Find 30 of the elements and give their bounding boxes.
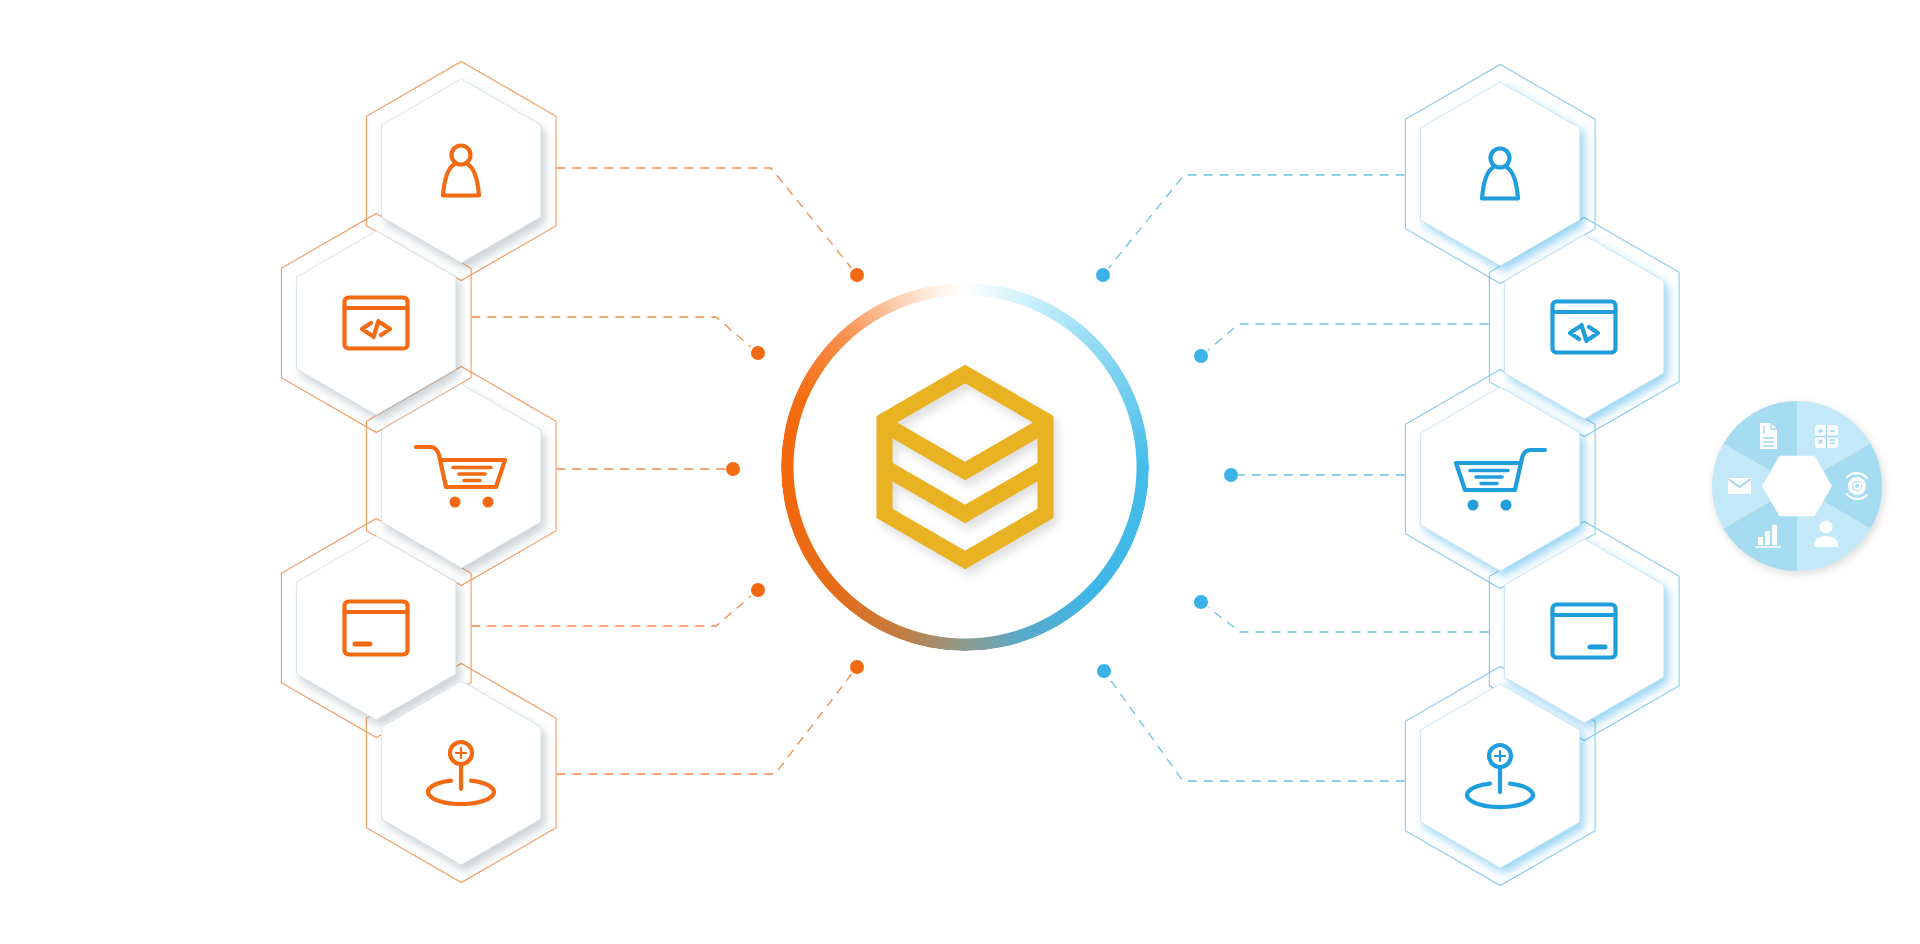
connector-dot <box>1194 349 1208 363</box>
connector-dot <box>850 660 864 674</box>
connector-dot <box>751 583 765 597</box>
dashed-connector <box>470 316 752 348</box>
connector-dot <box>1194 595 1208 609</box>
dashed-connector <box>1207 323 1490 351</box>
hexagon-tile <box>1488 217 1680 437</box>
dashed-connector <box>470 595 752 627</box>
hexagon-tile <box>1488 521 1680 741</box>
connector-dot <box>1096 268 1110 282</box>
dashed-connector <box>1237 474 1406 476</box>
dashed-connector <box>555 167 853 269</box>
hexagon-tile <box>365 663 557 883</box>
hub-ring <box>781 283 1149 651</box>
connector-dot <box>726 462 740 476</box>
connector-dot <box>1097 664 1111 678</box>
hexagon-tile <box>1404 666 1596 886</box>
hexagon-tile <box>365 366 557 586</box>
dashed-connector <box>555 468 727 470</box>
connector-dot <box>850 268 864 282</box>
hexagon-tile <box>1404 369 1596 589</box>
dashed-connector <box>555 673 853 775</box>
dashed-connector <box>1207 606 1490 633</box>
hexagon-tile <box>365 61 557 281</box>
hexagon-tile <box>280 213 472 433</box>
hexagon-tile <box>280 518 472 738</box>
connector-dot <box>751 346 765 360</box>
hexagon-tile <box>1404 64 1596 284</box>
connector-dot <box>1224 468 1238 482</box>
dashed-connector <box>1108 174 1406 269</box>
